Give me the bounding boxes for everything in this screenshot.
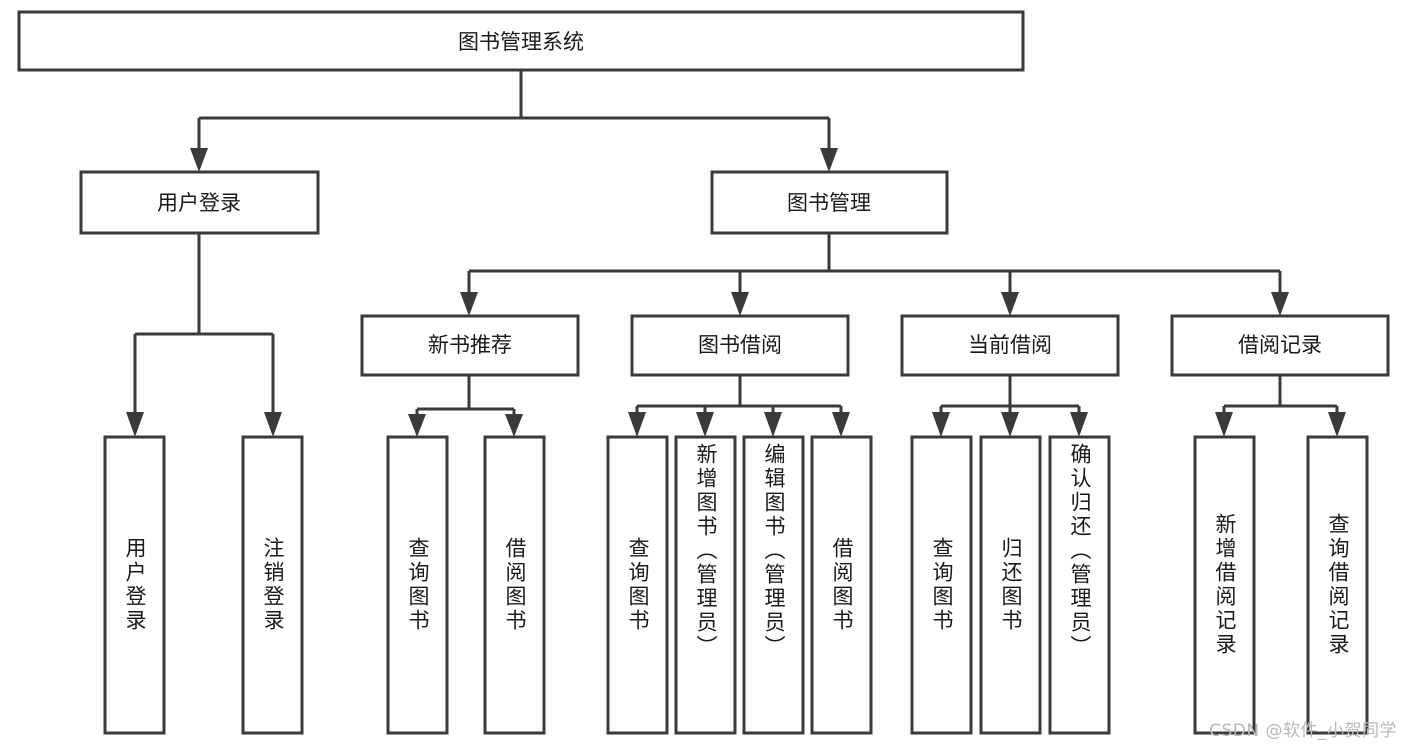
leaf-box-return-book[interactable] (979, 435, 1042, 735)
node-user-login-label: 用户登录 (157, 191, 241, 215)
leaf-box-add-book[interactable] (674, 435, 737, 735)
connector-root-to-level1 (190, 70, 838, 172)
leaf-box-query-book-2[interactable] (606, 435, 669, 735)
node-current-borrow[interactable]: 当前借阅 (900, 314, 1120, 377)
leaf-box-borrow-book-1[interactable] (483, 435, 546, 735)
connector-newbook-to-leaves (408, 375, 523, 437)
connector-currentborrow-to-leaves (932, 375, 1088, 437)
leaf-box-query-record[interactable] (1306, 435, 1369, 735)
leaf-boxes (103, 435, 1369, 735)
node-root[interactable]: 图书管理系统 (17, 10, 1025, 72)
leaf-box-query-book-3[interactable] (910, 435, 973, 735)
node-book-borrow-label: 图书借阅 (698, 333, 782, 357)
node-borrow-record[interactable]: 借阅记录 (1170, 314, 1390, 377)
node-new-book-recommend-label: 新书推荐 (428, 333, 512, 357)
node-new-book-recommend[interactable]: 新书推荐 (360, 314, 580, 377)
node-borrow-record-label: 借阅记录 (1238, 333, 1322, 357)
connector-bookmgmt-to-level2 (460, 233, 1289, 316)
watermark: CSDN @软件_小贺同学 (1209, 721, 1397, 741)
leaf-box-edit-book[interactable] (742, 435, 805, 735)
node-current-borrow-label: 当前借阅 (968, 333, 1052, 357)
leaf-box-borrow-book-2[interactable] (810, 435, 873, 735)
leaf-box-query-book-1[interactable] (386, 435, 449, 735)
connector-bookborrow-to-leaves (628, 375, 850, 437)
connector-userlogin-to-leaves (126, 233, 282, 437)
node-book-management-label: 图书管理 (787, 191, 871, 215)
node-book-management[interactable]: 图书管理 (710, 170, 949, 235)
node-book-borrow[interactable]: 图书借阅 (630, 314, 850, 377)
node-root-label: 图书管理系统 (458, 30, 584, 54)
leaf-box-logout[interactable] (241, 435, 304, 735)
leaf-box-add-record[interactable] (1193, 435, 1256, 735)
leaf-box-user-login[interactable] (103, 435, 166, 735)
node-user-login[interactable]: 用户登录 (79, 170, 320, 235)
connector-borrowrecord-to-leaves (1215, 375, 1346, 437)
leaf-box-confirm-return[interactable] (1048, 435, 1111, 735)
